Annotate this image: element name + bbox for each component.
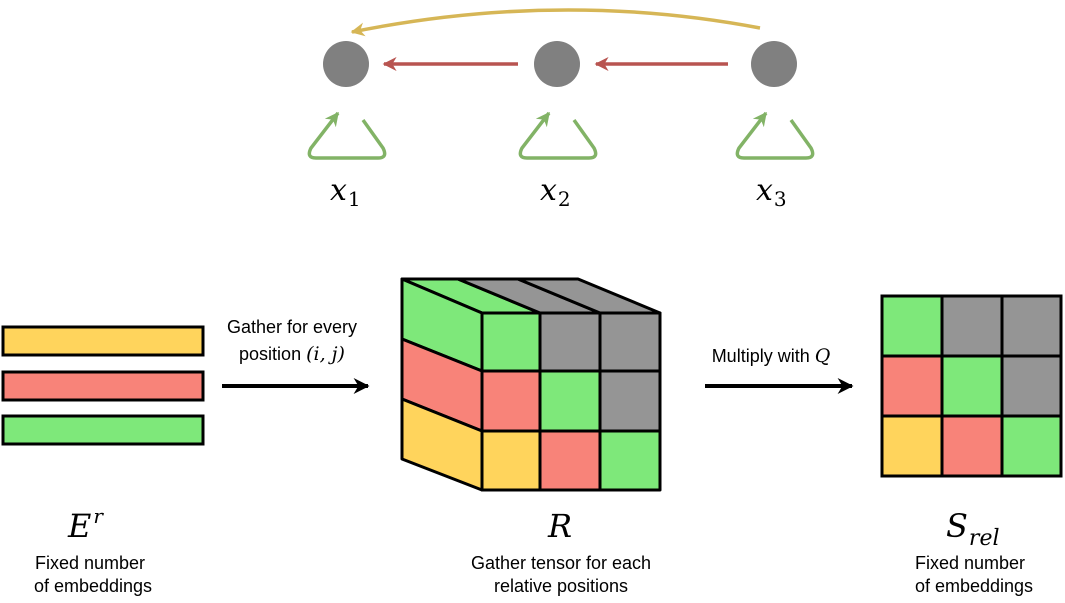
tensor-caption-line1: Gather tensor for each bbox=[471, 553, 651, 573]
self-loop-x2 bbox=[518, 111, 598, 160]
embedding-caption-line2: of embeddings bbox=[34, 576, 152, 596]
score-caption-line2: of embeddings bbox=[915, 576, 1033, 596]
self-loop-x1 bbox=[307, 111, 387, 160]
multiply-label: Multiply with Q bbox=[712, 345, 831, 367]
cube-front-cell bbox=[480, 429, 542, 492]
node-label-x2: x2 bbox=[540, 173, 571, 211]
cube-front-cell bbox=[598, 369, 662, 433]
node-x2 bbox=[534, 41, 580, 87]
matrix-cell bbox=[940, 294, 1004, 358]
matrix-cell bbox=[940, 354, 1004, 418]
matrix-cell bbox=[940, 414, 1004, 478]
node-x1 bbox=[323, 41, 369, 87]
matrix-cell bbox=[1000, 414, 1063, 478]
matrix-cell bbox=[880, 354, 944, 418]
gather-arrow: Gather for every position (i, j) bbox=[222, 317, 370, 394]
matrix-cell bbox=[880, 414, 944, 478]
embedding-bar-yellow bbox=[1, 325, 205, 357]
score-caption-line1: Fixed number bbox=[915, 553, 1025, 573]
cube-front-cell bbox=[480, 369, 542, 433]
self-loop-x3 bbox=[735, 111, 815, 160]
node-label-x3: x3 bbox=[756, 173, 787, 211]
score-symbol: Srel bbox=[946, 507, 1000, 551]
cube-front-cell bbox=[598, 429, 662, 492]
cube-front-cell bbox=[480, 311, 542, 373]
relative-score-matrix: Srel Fixed number of embeddings bbox=[880, 294, 1063, 596]
embedding-bar-red bbox=[1, 370, 205, 402]
relative-position-tensor: R Gather tensor for each relative positi… bbox=[400, 277, 662, 596]
cube-front-cell bbox=[538, 369, 602, 433]
matrix-cell bbox=[1000, 294, 1063, 358]
multiply-arrow: Multiply with Q bbox=[705, 345, 854, 394]
skip-edge-x3-to-x1 bbox=[350, 8, 761, 37]
gather-label-line1: Gather for every bbox=[227, 317, 357, 337]
embedding-caption-line1: Fixed number bbox=[35, 553, 145, 573]
attention-graph: x1 x2 x3 bbox=[307, 8, 815, 211]
node-label-x1: x1 bbox=[330, 173, 361, 211]
cube-front-cell bbox=[538, 429, 602, 492]
tensor-symbol: R bbox=[547, 507, 572, 545]
matrix-cell bbox=[880, 294, 944, 358]
gather-label-line2: position (i, j) bbox=[239, 343, 345, 365]
node-x3 bbox=[751, 41, 797, 87]
tensor-caption-line2: relative positions bbox=[494, 576, 628, 596]
matrix-cell bbox=[1000, 354, 1063, 418]
cube-front-cell bbox=[538, 311, 602, 373]
embedding-bar-green bbox=[1, 414, 205, 446]
cube-front-cell bbox=[598, 311, 662, 373]
